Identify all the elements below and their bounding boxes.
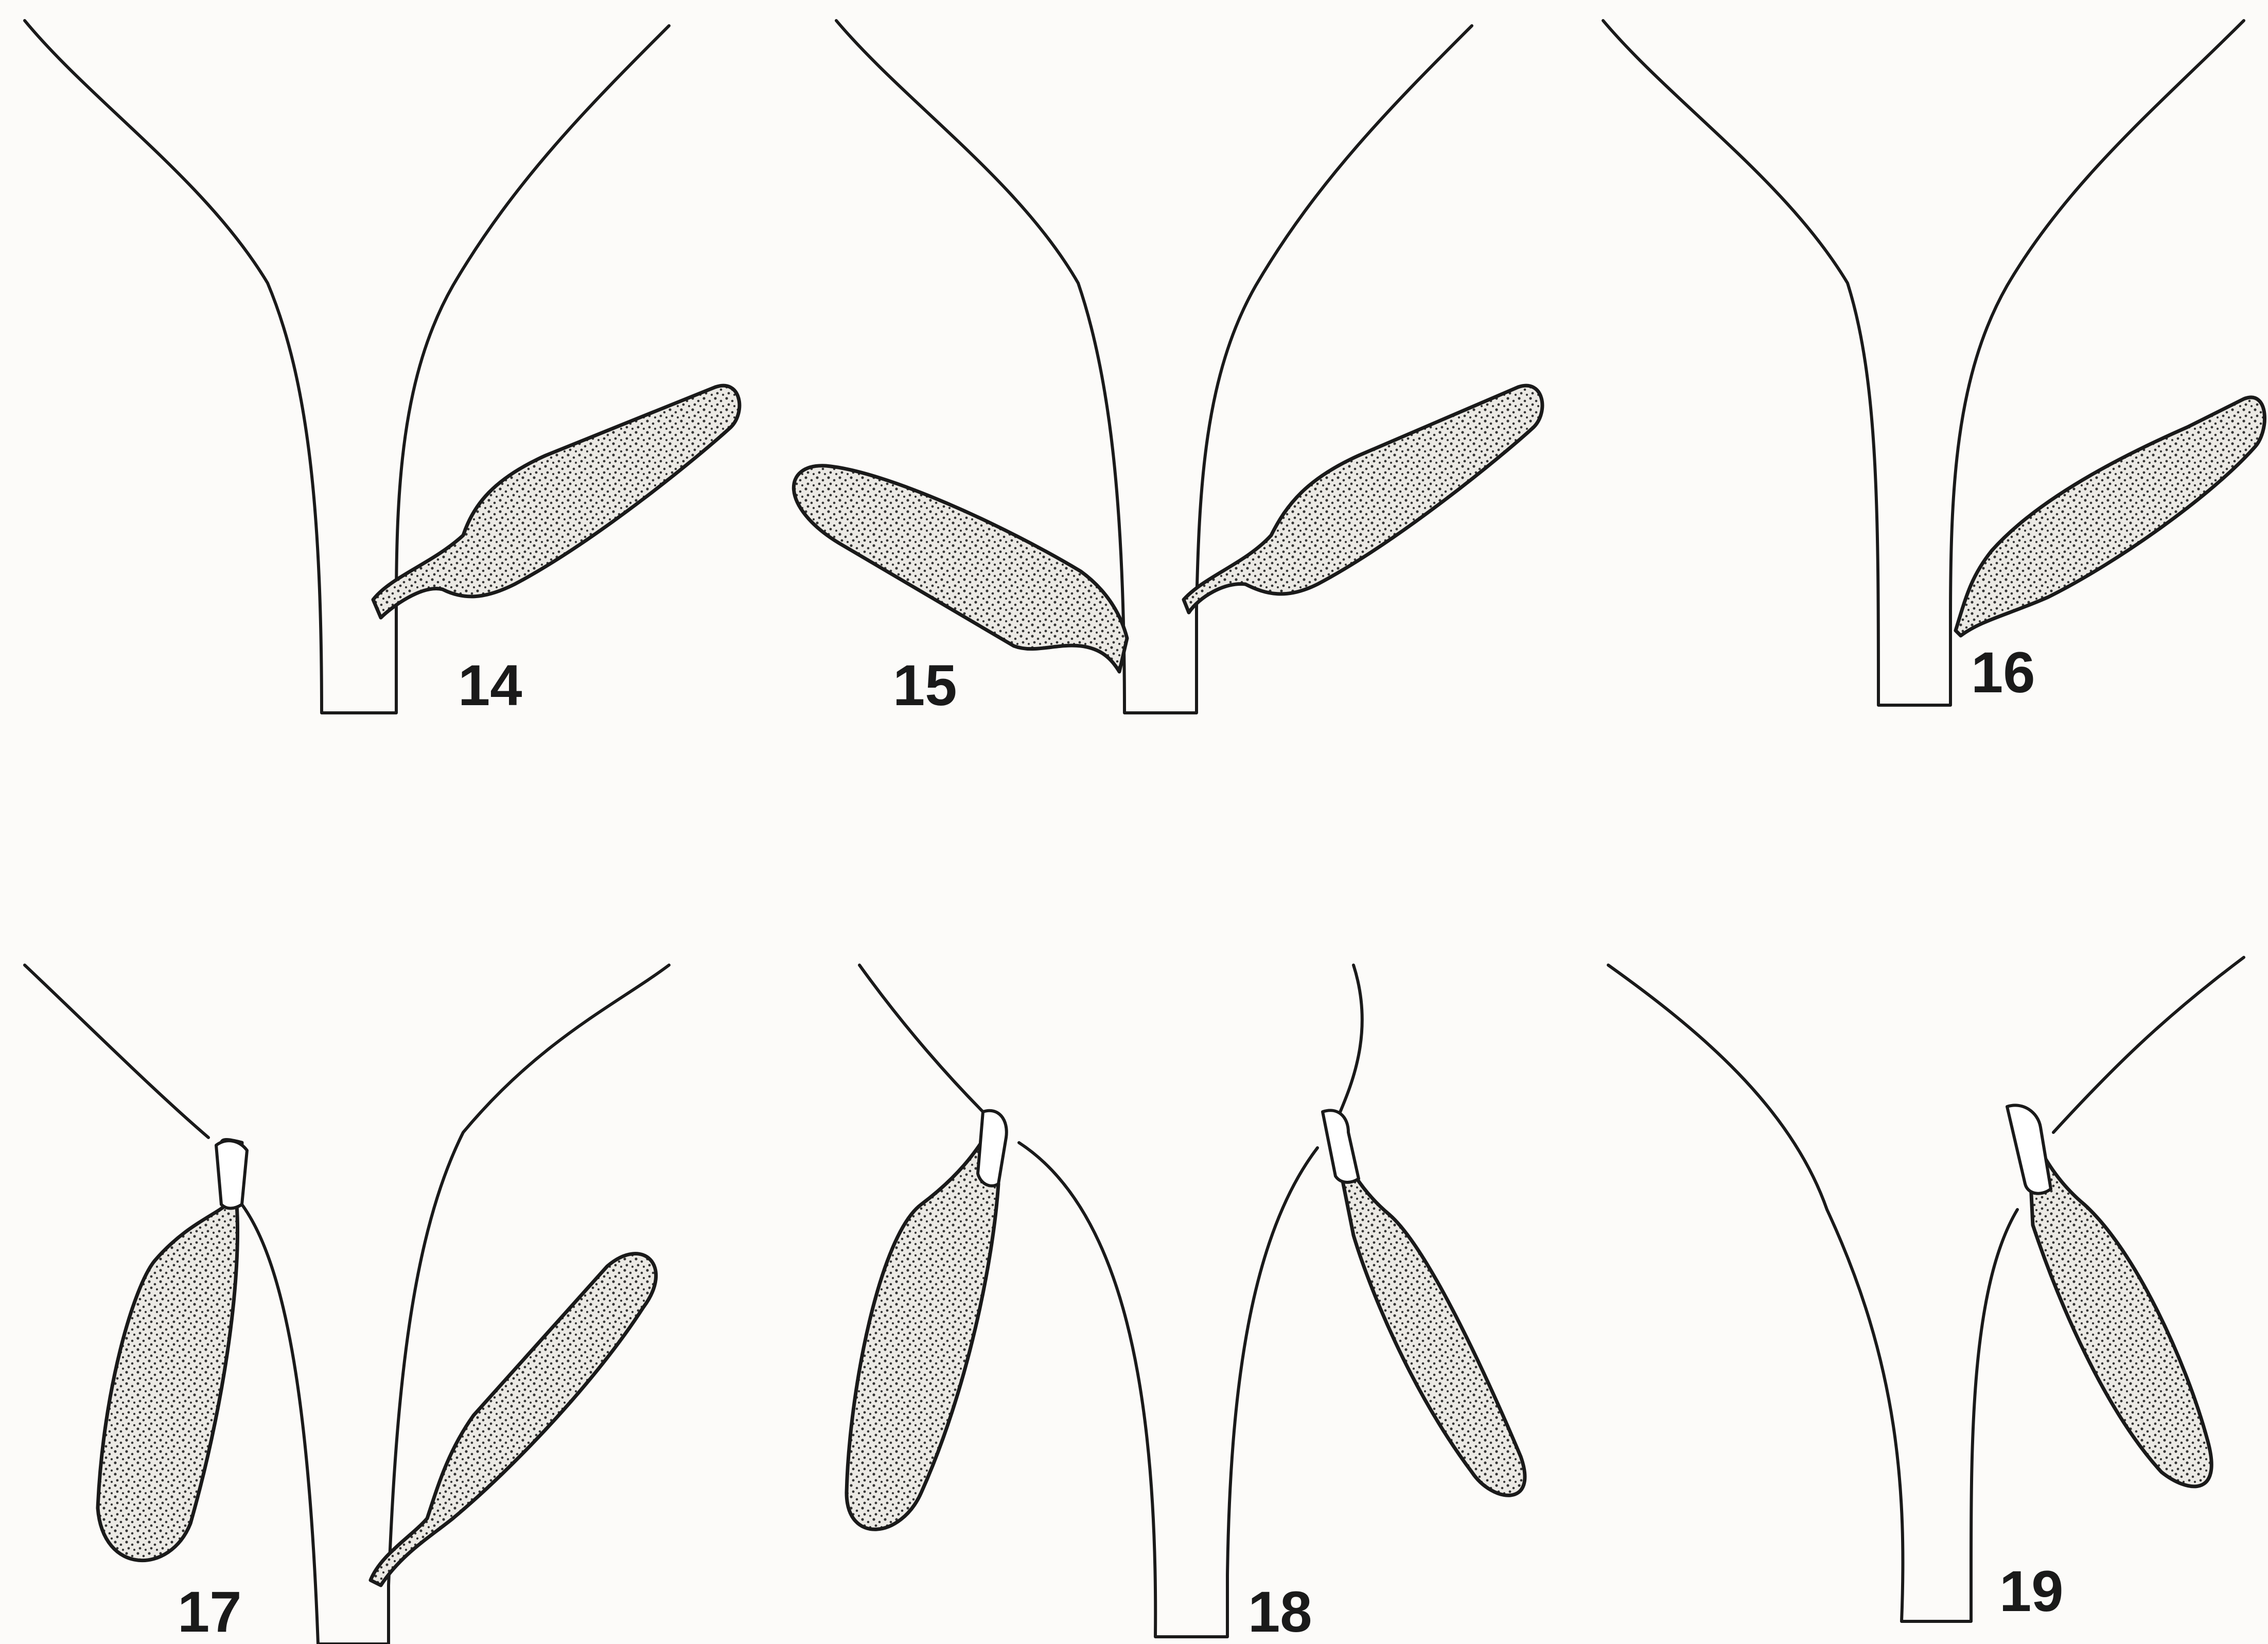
figure-label: 18 <box>1248 1580 1312 1644</box>
figure-16: 16 <box>1603 21 2264 705</box>
figure-14: 14 <box>25 21 740 718</box>
anther-connective-right <box>1323 1110 1359 1182</box>
filament-outline <box>1603 21 2244 705</box>
filament-outline-upper-right <box>2053 957 2244 1132</box>
anther-lobe <box>1956 397 2264 636</box>
figure-15: 15 <box>794 21 1542 718</box>
figure-17: 17 <box>25 965 669 1644</box>
figure-19: 19 <box>1608 957 2244 1623</box>
figure-label: 15 <box>893 653 957 718</box>
anther-lobe-right <box>1333 1132 1525 1495</box>
figure-label: 17 <box>178 1580 242 1644</box>
anther-lobe-right <box>1184 386 1542 613</box>
filament-outline-upper-right <box>1338 965 1362 1117</box>
anther-lobe-left <box>847 1132 998 1529</box>
figure-label: 14 <box>458 653 522 718</box>
filament-outline <box>25 21 669 713</box>
filament-outline-upper-left <box>859 965 988 1117</box>
anther-connective-17 <box>216 1141 247 1208</box>
anther-lobe-left <box>794 466 1127 672</box>
filament-outline <box>1608 965 2017 1621</box>
filament-outline <box>836 21 1472 713</box>
filament-outline-upper-left <box>25 965 208 1138</box>
anther-lobe <box>373 386 740 618</box>
figure-18: 18 <box>847 965 1525 1644</box>
anther-connective-19 <box>2007 1105 2051 1193</box>
figure-label: 19 <box>1999 1559 2064 1623</box>
filament-outline <box>1019 1143 1317 1637</box>
anther-lobe <box>2028 1122 2211 1486</box>
anther-connective-left <box>978 1111 1007 1186</box>
figure-label: 16 <box>1971 640 2035 705</box>
